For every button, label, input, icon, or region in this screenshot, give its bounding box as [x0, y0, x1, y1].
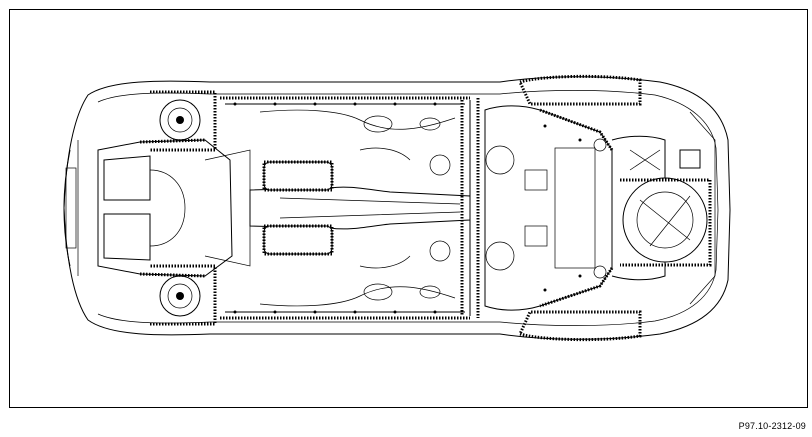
floor-pan: [259, 109, 456, 307]
seat-crossmember: [262, 160, 334, 256]
front-wheel-house-right: [150, 264, 217, 326]
transmission-tunnel: [249, 186, 471, 230]
spare-wheel-well: [620, 177, 712, 267]
figure-reference-code: P97.10-2312-09: [738, 421, 806, 431]
rear-wheel-arch-right: [517, 310, 642, 342]
front-wheel-house-left: [150, 90, 217, 152]
rear-wheel-arch-left: [517, 74, 642, 106]
